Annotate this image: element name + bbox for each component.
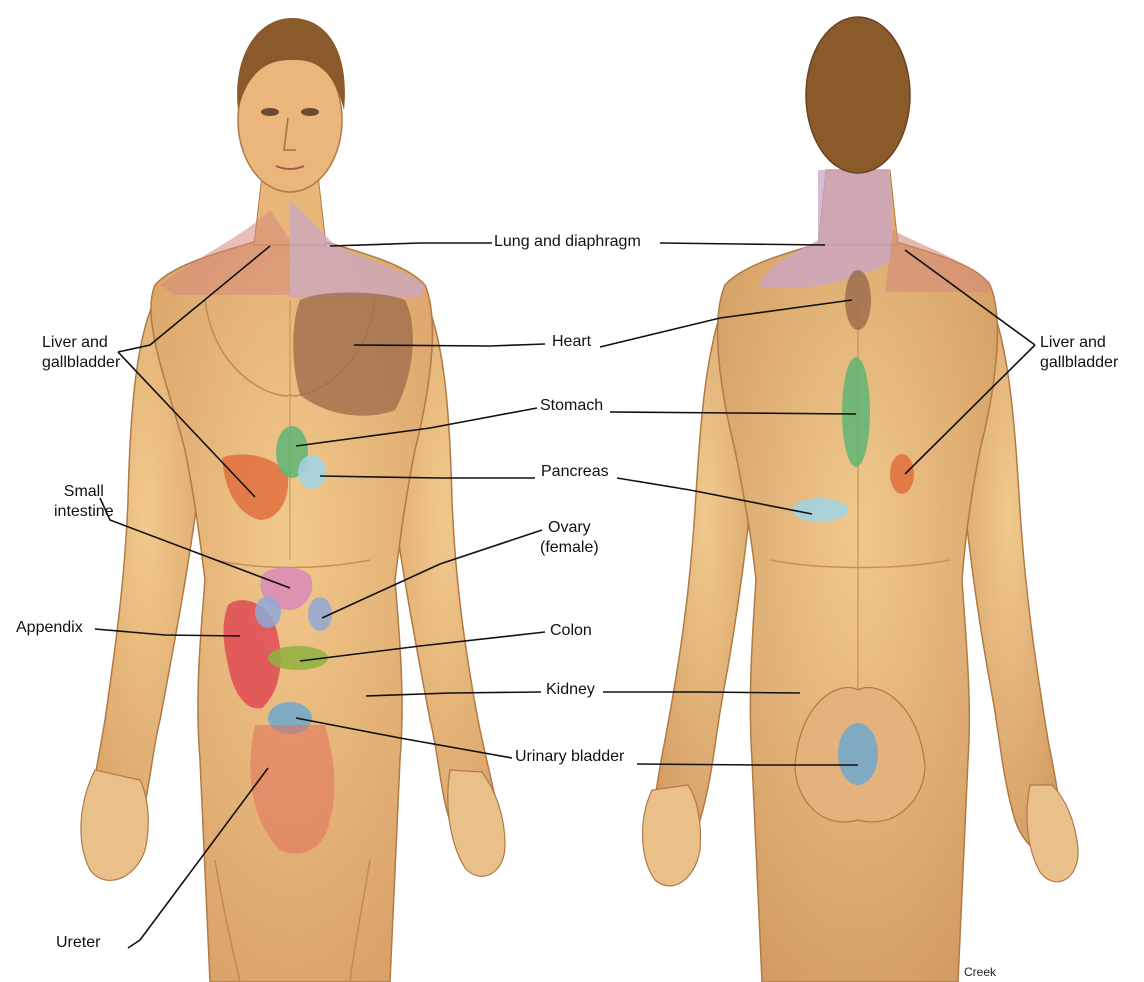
label-liver-left-line1: Liver and (42, 333, 120, 353)
label-ovary: Ovary (female) (540, 518, 599, 558)
back-stomach-zone (842, 357, 870, 467)
label-lung-and-diaphragm: Lung and diaphragm (494, 232, 641, 252)
label-stomach: Stomach (540, 396, 603, 416)
back-liver-referred-zone (885, 230, 990, 292)
front-right-eye (301, 108, 319, 116)
label-small-intestine-line1: Small (54, 482, 114, 502)
front-ovary-zone-left (255, 596, 281, 628)
front-heart-zone (293, 293, 413, 416)
credit-text: Creek (964, 962, 996, 982)
label-heart: Heart (552, 332, 591, 352)
label-ureter: Ureter (56, 933, 100, 953)
label-colon: Colon (550, 621, 592, 641)
back-right-hand (1027, 785, 1078, 882)
label-urinary-bladder: Urinary bladder (515, 747, 624, 767)
label-small-intestine-line2: intestine (54, 502, 114, 522)
label-pancreas: Pancreas (541, 462, 609, 482)
label-liver-gallbladder-right: Liver and gallbladder (1040, 333, 1118, 373)
label-liver-right-line1: Liver and (1040, 333, 1118, 353)
label-small-intestine: Small intestine (54, 482, 114, 522)
back-left-hand (643, 785, 701, 886)
label-ovary-line1: Ovary (540, 518, 599, 538)
leader-lung-back (660, 243, 825, 245)
label-appendix: Appendix (16, 618, 83, 638)
back-bladder-zone (838, 723, 878, 785)
back-figure (643, 17, 1079, 982)
front-pancreas-zone (298, 455, 326, 489)
label-liver-gallbladder-left: Liver and gallbladder (42, 333, 120, 373)
front-figure (81, 18, 505, 982)
back-liver-zone (890, 454, 914, 494)
front-left-hand (81, 770, 148, 880)
back-pancreas-zone (792, 498, 848, 522)
front-ovary-zone-right (308, 597, 332, 631)
label-liver-right-line2: gallbladder (1040, 353, 1118, 373)
back-head (806, 17, 910, 173)
leader-lung-front (330, 243, 492, 246)
front-right-hand (448, 770, 505, 876)
label-liver-left-line2: gallbladder (42, 353, 120, 373)
label-kidney: Kidney (546, 680, 595, 700)
front-left-eye (261, 108, 279, 116)
label-ovary-line2: (female) (540, 538, 599, 558)
